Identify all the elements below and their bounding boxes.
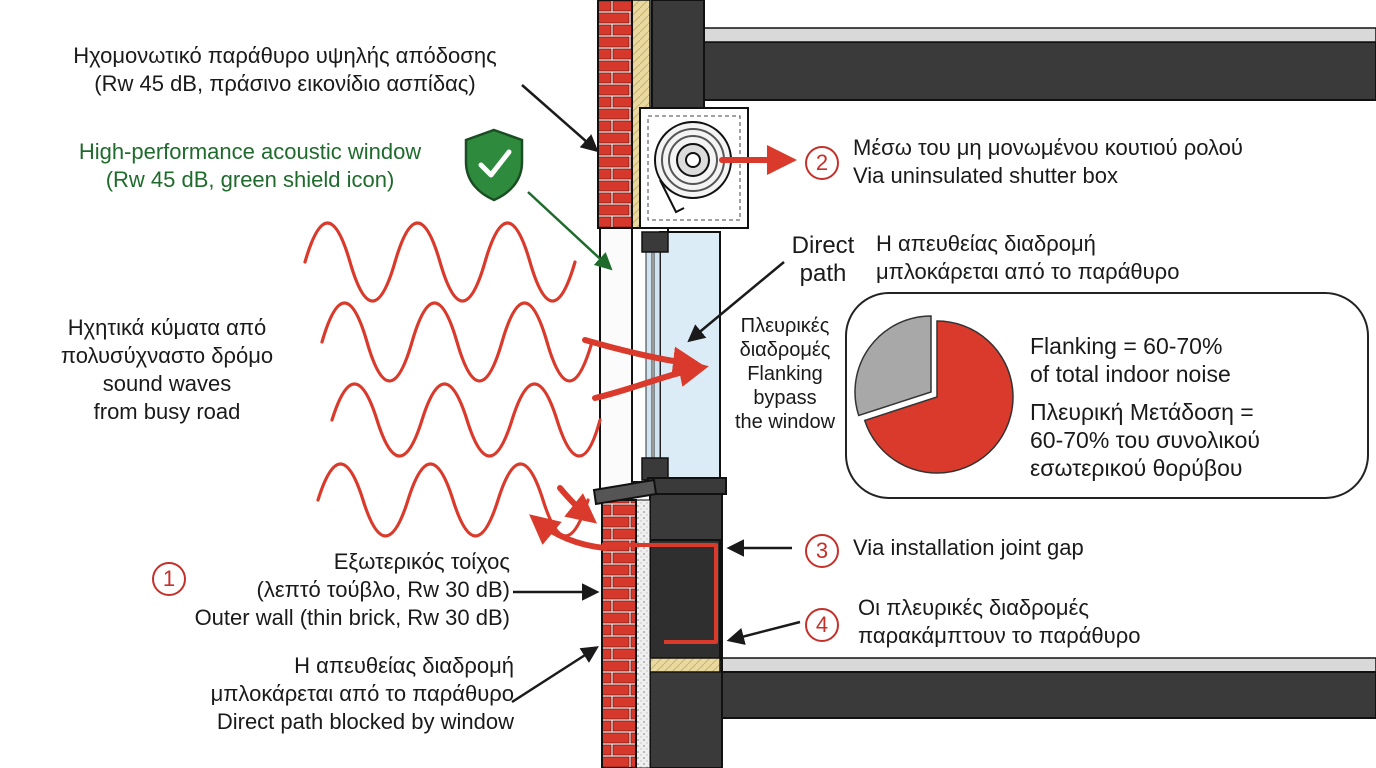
shutter-box-label-english: Via uninsulated shutter box [853,163,1118,188]
direct-path-label-greek-1: Η απευθείας διαδρομή [876,231,1096,256]
upper-slab [682,41,1376,101]
sound-wave [316,462,590,538]
badge-4: 4 [805,608,839,642]
leader-direct-path [687,261,785,343]
window-label-english-line1: High-performance acoustic window [78,139,422,164]
sound-waves-label-greek-1: Ηχητικά κύματα από [67,315,267,340]
sound-waves [303,221,602,538]
shutter-box-inner [647,115,741,221]
sound-wave [320,301,594,383]
shutter-box-label-greek: Μέσω του μη μονωμένου κουτιού ρολού [853,135,1243,160]
leader-window-english [527,191,613,271]
sound-wave [303,221,577,303]
outer-wall-label-greek-2: (λεπτό τούβλο, Rw 30 dB) [256,577,510,602]
pie-label-greek-1: Πλευρική Μετάδοση = [1030,399,1254,425]
shutter-roll-icon [654,121,732,214]
pie-label-english-2: of total indoor noise [1030,361,1231,387]
outer-wall-label: Εξωτερικός τοίχος (λεπτό τούβλο, Rw 30 d… [150,548,510,632]
joint-gap-label: Via installation joint gap [853,535,1084,560]
window-label-greek-line1: Ηχομονωτικό παράθυρο υψηλής απόδοσης [73,43,497,68]
red-arrow-out [529,514,608,551]
leader-bypass [726,620,801,645]
window-label-greek-line2: (Rw 45 dB, πράσινο εικονίδιο ασπίδας) [94,71,476,96]
pie-label-english-1: Flanking = 60-70% [1030,333,1223,359]
flanking-bypass-label: Πλευρικές διαδρομές Flanking bypass the … [722,314,848,434]
window-reveal [599,227,637,493]
bypass-label-greek: Οι πλευρικές διαδρομές παρακάμπτουν το π… [858,594,1140,650]
flanking-bypass-greek-2: διαδρομές [739,339,831,361]
direct-path-label-english-1: Direct [791,232,855,259]
window-glass [659,231,721,479]
upper-slab-top [703,0,1376,28]
direct-blocked-greek-1: Η απευθείας διαδρομή [294,653,514,678]
shield-check-icon [464,128,524,202]
sound-wave [330,382,602,458]
badge-2: 2 [805,146,839,180]
flanking-bypass-english-2: bypass [753,387,817,409]
badge-3: 3 [805,534,839,568]
leader-arrows [511,84,801,704]
badge-1: 1 [152,562,186,596]
leader-blocked [511,646,599,704]
direct-path-label-english-2: path [799,260,847,287]
outer-brick-wall-lower [601,499,637,768]
bypass-label-greek-2: παρακάμπτουν το παράθυρο [858,623,1141,648]
window-label-english: High-performance acoustic window (Rw 45 … [30,138,470,194]
joint-flanking-path [602,543,718,644]
direct-path-label-english: Direct path [782,232,864,288]
flanking-bypass-greek-1: Πλευρικές [740,315,830,337]
flanking-arrows [529,145,797,551]
pie-label-greek-2: 60-70% του συνολικού [1030,427,1261,453]
flanking-bypass-english-3: the window [734,411,836,433]
outer-wall-label-greek-1: Εξωτερικός τοίχος [333,549,510,574]
inner-sill [647,477,727,495]
window-sash-bottom [641,457,669,481]
window-label-greek: Ηχομονωτικό παράθυρο υψηλής απόδοσης (Rw… [38,42,532,98]
pie-label-english: Flanking = 60-70% of total indoor noise [1030,332,1231,388]
window-sash-top [641,231,669,253]
upper-slab-screed [702,27,1376,43]
pie-label-greek: Πλευρική Μετάδοση = 60-70% του συνολικού… [1030,398,1260,482]
direct-blocked-label: Η απευθείας διαδρομή μπλοκάρεται από το … [150,652,514,736]
sound-waves-label-english-2: from busy road [93,399,241,424]
direct-blocked-english: Direct path blocked by window [216,709,514,734]
sound-waves-label: Ηχητικά κύματα από πολυσύχναστο δρόμο so… [22,314,312,426]
direct-path-label-greek: Η απευθείας διαδρομή μπλοκάρεται από το … [876,230,1179,286]
flanking-bypass-english-1: Flanking [747,363,823,385]
red-arrow-lower [592,357,709,401]
direct-blocked-greek-2: μπλοκάρεται από το παράθυρο [210,681,514,706]
pie-label-greek-3: εσωτερικού θορύβου [1030,455,1243,481]
sound-waves-label-greek-2: πολυσύχναστο δρόμο [60,343,274,368]
leader-window-greek [521,84,599,153]
direct-path-label-greek-2: μπλοκάρεται από το παράθυρο [876,259,1180,284]
outer-wall-label-english: Outer wall (thin brick, Rw 30 dB) [194,605,510,630]
bypass-label-greek-1: Οι πλευρικές διαδρομές [858,595,1089,620]
insulation-lower [649,657,721,673]
red-arrow-down [557,485,598,524]
inner-wall-upper [651,0,705,111]
window-label-english-line2: (Rw 45 dB, green shield icon) [105,167,395,192]
glass-pane-2 [653,235,661,473]
outer-brick-wall-upper [597,0,633,229]
shutter-box-label: Μέσω του μη μονωμένου κουτιού ρολού Via … [853,134,1243,190]
lower-slab-screed [719,657,1376,673]
sound-waves-label-english-1: sound waves [102,371,232,396]
lower-slab [687,671,1376,719]
